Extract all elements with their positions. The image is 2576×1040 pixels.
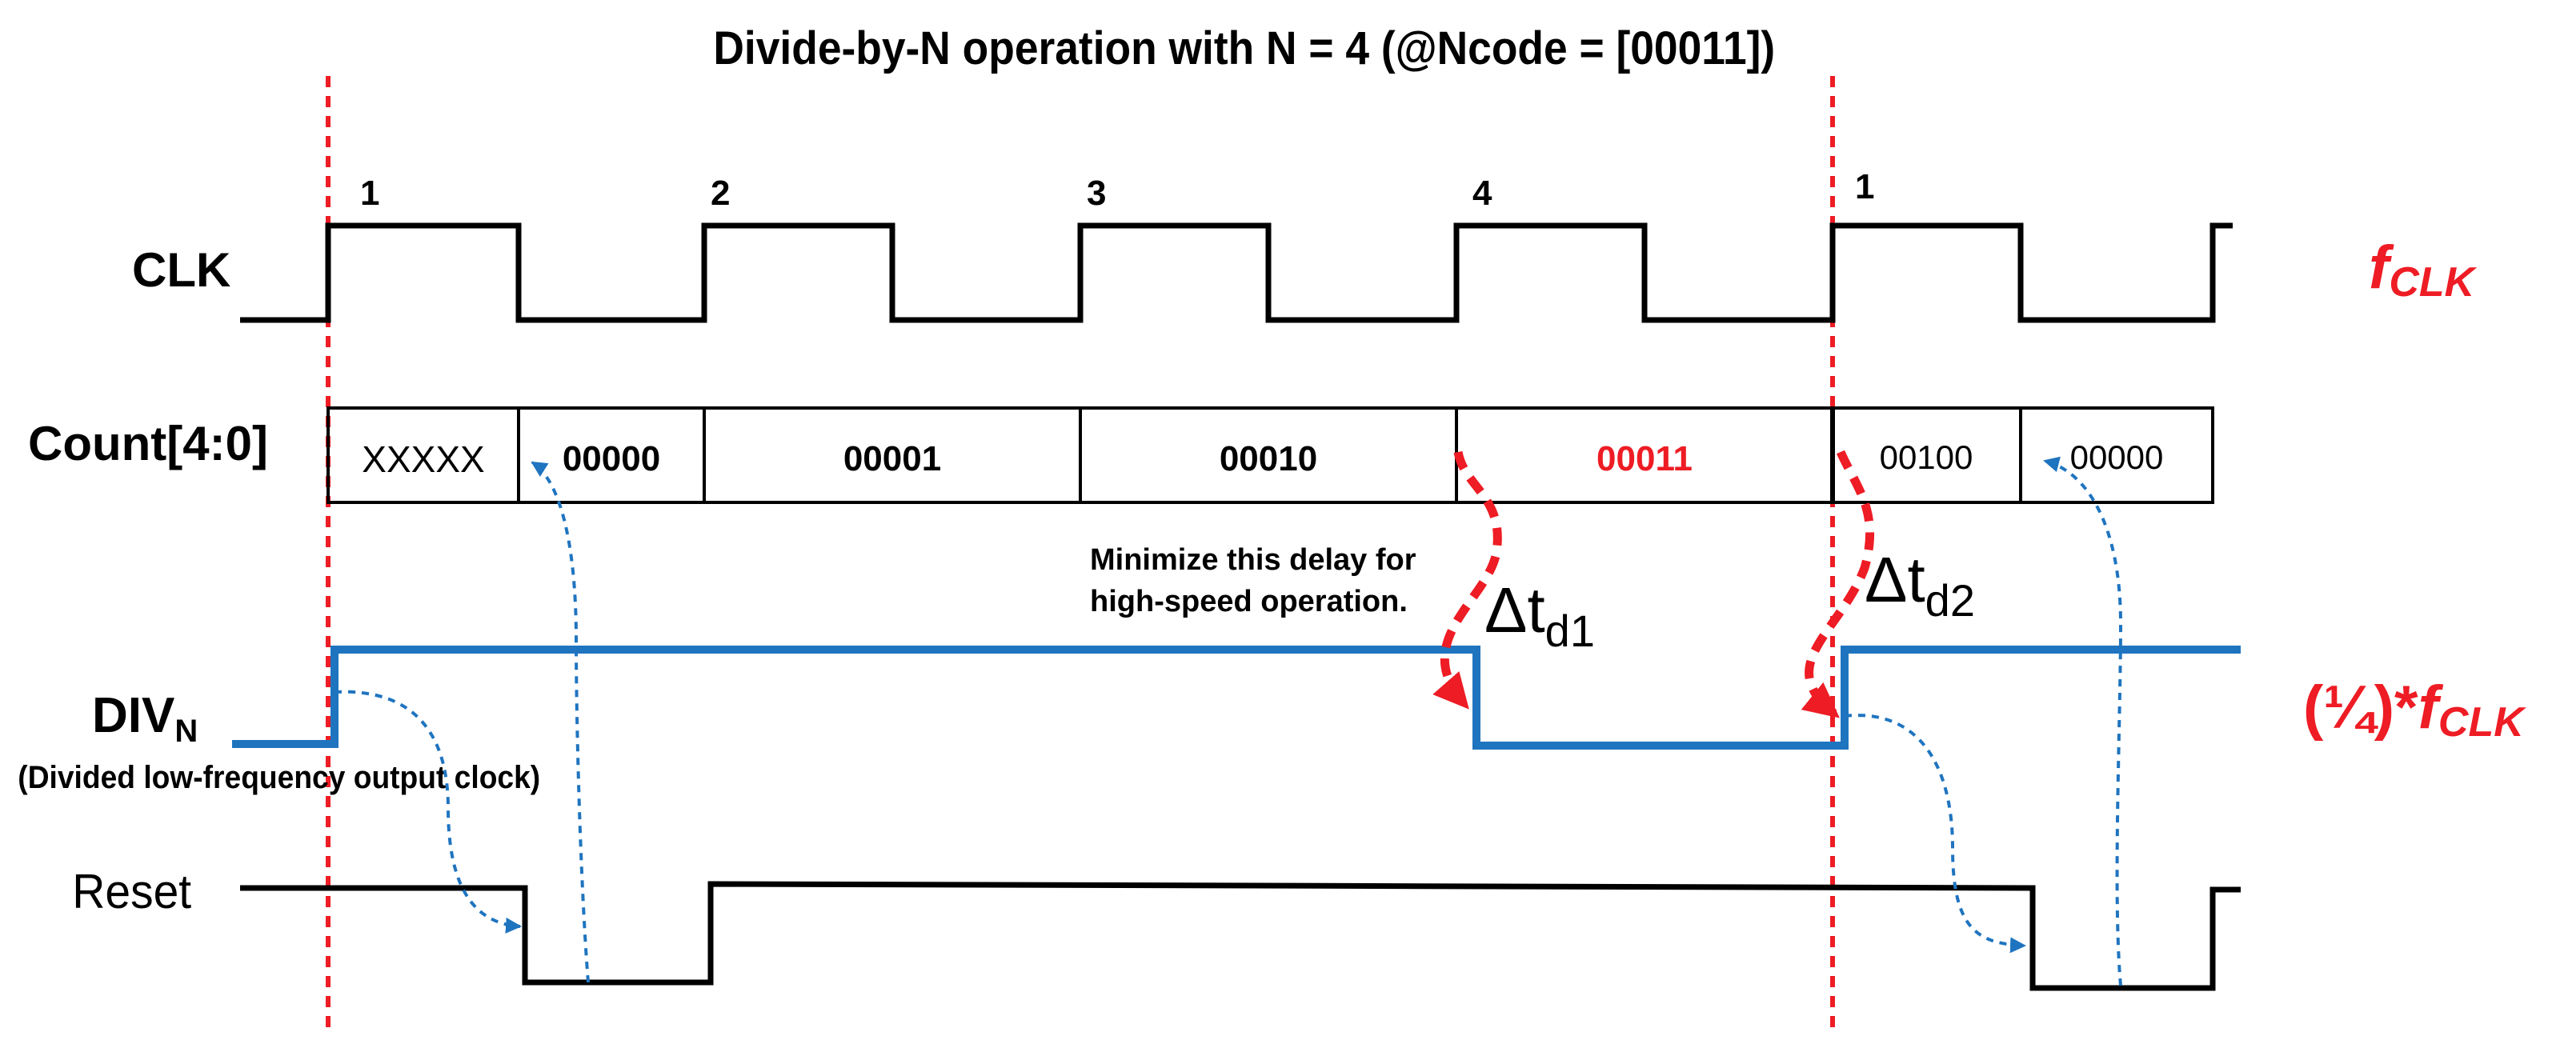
divn-waveform [232,646,2241,750]
clk-label: CLK [132,243,230,297]
delay-d1-label: Δtd1 [1484,574,1595,656]
delay-note: Minimize this delay for high-speed opera… [1090,543,1424,618]
divn-caption: (Divided low-frequency output clock) [18,760,540,796]
count-cell-value: 00010 [1220,439,1317,478]
clk-edge-number: 2 [711,174,730,213]
causal-arrow-divn-to-reset-2 [1844,714,2026,954]
clk-waveform [240,222,2233,323]
count-cell-value: 00000 [563,439,660,478]
divn-label: DIVN [92,688,198,749]
count-cell-value: 00000 [2070,438,2164,476]
count-cell-value: 00001 [843,439,941,478]
reset-label: Reset [72,866,191,919]
causal-arrow-reset-to-count [531,461,590,983]
count-cell-value-highlight: 00011 [1596,439,1693,478]
reset-waveform [240,881,2241,991]
clk-edge-number: 1 [360,174,379,213]
count-cell-value: 00100 [1880,438,1973,476]
clk-edge-number: 4 [1472,174,1492,213]
count-label: Count[4:0] [28,417,268,470]
count-cell-value: XXXXX [362,438,484,480]
divn-frequency-label: (¼)*fCLK [2303,674,2526,746]
count-bus-outline [327,406,2214,504]
delay-d2-label: Δtd2 [1865,544,1975,626]
causal-arrow-divn-to-reset [334,690,522,934]
delay-d2-arrow [1801,450,1875,718]
diagram-title: Divide-by-N operation with N = 4 (@Ncode… [713,22,1775,74]
clk-edge-number: 3 [1087,174,1106,213]
causal-arrow-reset-to-count-2 [2043,456,2123,986]
delay-d1-arrow [1432,450,1502,710]
clk-edge-number: 1 [1855,167,1874,206]
count-bus: XXXXX 00000 00001 00010 00011 00100 0000… [327,406,2214,504]
clk-frequency-label: fCLK [2369,234,2478,306]
